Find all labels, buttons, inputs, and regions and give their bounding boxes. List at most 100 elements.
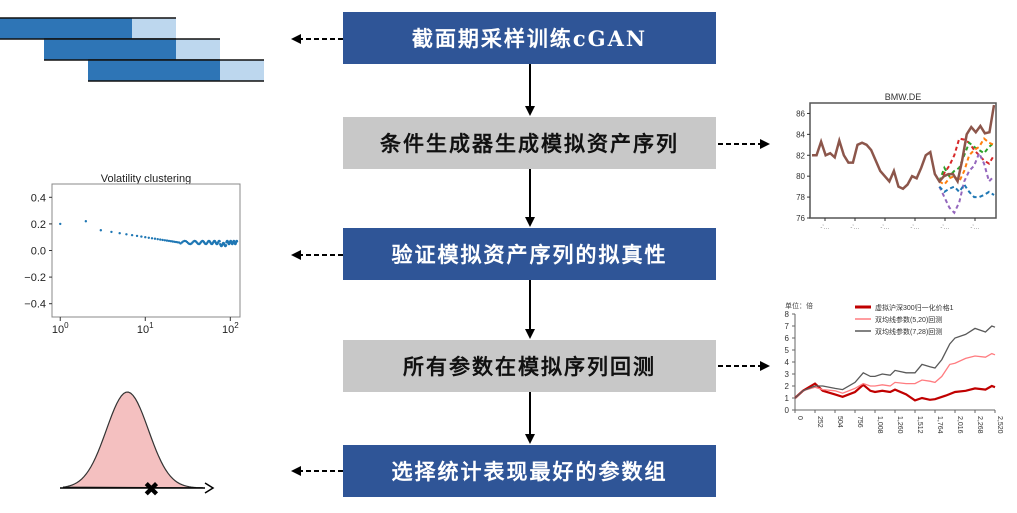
x-tick-label: 2,016 [956,416,963,434]
step-5-label: 选择统计表现最好的参数组 [391,459,668,484]
y-tick-label: 4 [785,358,790,367]
train-window-bar [88,60,220,81]
y-tick-label: 84 [796,130,805,139]
y-tick-label: −0.2 [24,272,46,284]
y-tick-label: 78 [796,193,805,202]
data-point [167,239,171,243]
x-tick-label: -’… [910,225,919,230]
step-4-box: 所有参数在模拟序列回测 [343,340,716,392]
x-tick-label: 1,260 [896,416,903,434]
x-tick-label: 1,512 [916,416,923,434]
data-point [99,229,103,232]
test-window-bar [220,60,264,81]
bmw-price-chart: BMW.DE767880828486-’…-’…-’…-’…-’…-’… [796,92,997,230]
y-tick-label: 5 [785,346,790,355]
data-point [130,233,134,237]
step-4-label: 所有参数在模拟序列回测 [403,354,656,379]
data-point [153,237,157,240]
train-window-bar [44,39,176,60]
data-point [156,237,159,241]
test-window-bar [132,18,176,39]
axis-arrow-icon [204,482,215,494]
data-point [110,230,113,234]
legend-label: 双均线参数(7,28)回测 [875,327,942,336]
y-tick-label: 80 [796,172,805,181]
data-point [140,235,143,238]
y-tick-label: 0.0 [31,246,46,258]
x-tick-label: 0 [796,416,803,420]
x-marker-icon: ✖ [143,479,160,501]
data-point [59,222,62,226]
unit-label: 单位：倍 [785,301,813,310]
data-point [165,239,169,242]
series-sim-3 [938,137,995,186]
y-tick-label: 7 [785,322,790,331]
data-point [235,240,239,243]
data-point [150,237,154,240]
distribution-chart: ✖ [60,391,215,501]
x-tick-label: 101 [137,321,154,336]
x-tick-label: 1,008 [876,416,883,434]
data-point [125,233,128,236]
y-tick-label: 0.2 [31,219,46,231]
data-point [159,238,162,241]
chart-title: Volatility clustering [101,173,192,185]
data-point [84,220,88,223]
step-3-box: 验证模拟资产序列的拟真性 [343,228,716,280]
series-line [794,325,996,399]
y-tick-label: −0.4 [24,299,46,311]
data-point [118,232,121,235]
series-line [794,382,996,402]
y-tick-label: 6 [785,334,790,343]
y-tick-label: 3 [785,370,790,379]
plot-frame [809,102,997,219]
x-tick-label: 756 [856,416,863,428]
step-1-label: 截面期采样训练cGAN [411,26,648,51]
series-real [812,104,996,191]
x-tick-label: 2,520 [996,416,1003,434]
legend-label: 虚拟沪深300归一化价格1 [875,303,954,312]
train-window-bar [0,18,132,39]
sampling-windows-chart [0,17,264,82]
y-tick-label: 82 [796,151,805,160]
data-point [147,236,150,239]
data-point [161,238,164,242]
plot-frame [51,183,241,318]
backtest-chart: 单位：倍 0 1 2 3 4 5 6 7 8 0 252 504 756 1,008 1,260 1,512 1,… [785,301,1003,434]
data-point [135,234,139,238]
step-2-box: 条件生成器生成模拟资产序列 [343,117,716,169]
chart-title: BMW.DE [885,92,922,102]
y-tick-label: 76 [796,214,805,223]
x-tick-label: 102 [222,321,239,336]
x-tick-label: 252 [816,416,823,428]
series-sim-5 [938,182,995,199]
test-window-bar [176,39,220,60]
series-sim-1 [938,137,995,182]
x-tick-label: -’… [820,225,829,230]
x-tick-label: -’… [970,225,979,230]
y-tick-label: 1 [785,394,790,403]
legend-label: 双均线参数(5,20)回测 [875,315,942,324]
data-point [169,240,173,243]
x-tick-label: 100 [52,321,69,336]
x-tick-label: 504 [836,416,843,428]
distribution-curve [62,391,204,489]
x-tick-label: 2,268 [976,416,983,434]
series-line [794,352,996,399]
x-tick-label: -’… [940,225,949,230]
y-tick-label: 8 [785,310,790,319]
y-tick-label: 0 [785,406,790,415]
y-tick-label: 2 [785,382,790,391]
data-point [163,239,167,242]
y-tick-label: 86 [796,109,805,118]
volatility-clustering-chart: Volatility clustering0.40.20.0−0.2−0.410… [24,173,241,336]
x-tick-label: 1,764 [936,416,943,434]
data-point [144,236,147,239]
step-3-label: 验证模拟资产序列的拟真性 [391,242,668,267]
series-sim-4 [938,150,995,215]
data-point [218,240,221,243]
x-tick-label: -’… [880,225,889,230]
step-1-box: 截面期采样训练cGAN [343,12,716,64]
step-5-box: 选择统计表现最好的参数组 [343,445,716,497]
